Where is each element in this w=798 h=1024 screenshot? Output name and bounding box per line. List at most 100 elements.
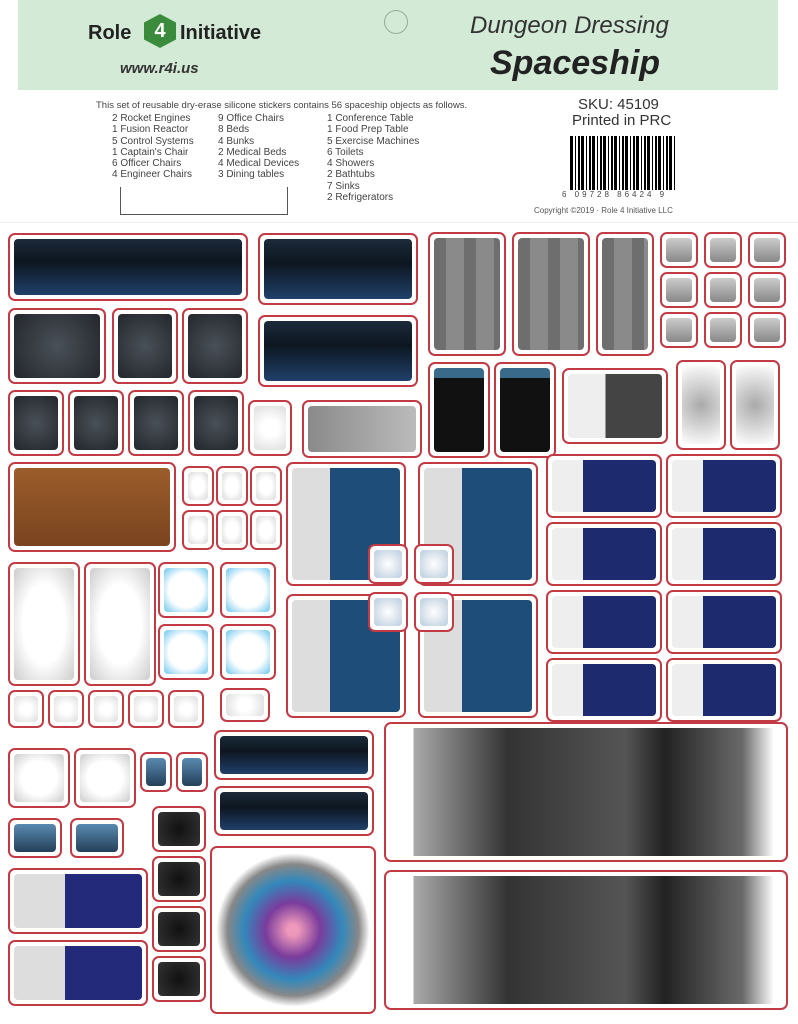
engineer-chair-sticker	[188, 390, 244, 456]
bunk-sticker	[666, 454, 782, 518]
toilet-sticker	[250, 510, 282, 550]
fusion-reactor-art	[216, 852, 370, 1008]
bunk-art	[672, 528, 776, 580]
medical-device-sticker	[368, 544, 408, 584]
refrigerator-sticker	[8, 748, 70, 808]
contents-item: 6 Toilets	[327, 146, 364, 158]
sink-art	[94, 696, 118, 722]
refrigerator-art	[14, 754, 64, 802]
office-chair-sticker	[152, 806, 206, 852]
console-art	[220, 792, 368, 830]
toilet-art	[222, 472, 242, 500]
officer-chair-sticker	[68, 390, 124, 456]
bunk-art	[552, 596, 656, 648]
officer-chair-sticker	[112, 308, 178, 384]
office-chair-sticker	[660, 312, 698, 348]
toilet-art	[188, 472, 208, 500]
brand-url[interactable]: www.r4i.us	[120, 60, 199, 77]
contents-column-1: 2 Rocket Engines 1 Fusion Reactor 5 Cont…	[112, 113, 194, 181]
contents-item: 5 Exercise Machines	[327, 135, 420, 147]
medical-device-art	[420, 550, 448, 578]
medical-device-sticker	[176, 752, 208, 792]
engineer-chair-art	[194, 396, 238, 450]
office-chair-sticker	[152, 856, 206, 902]
office-chair-art	[158, 912, 200, 946]
sheet-divider	[0, 222, 798, 223]
contents-item: 4 Engineer Chairs	[112, 169, 193, 181]
office-chair-art	[158, 962, 200, 996]
monitor-art	[76, 824, 118, 852]
contents-item: 1 Conference Table	[327, 113, 414, 124]
shower-art	[164, 568, 208, 612]
conference-table-sticker	[8, 462, 176, 552]
sink-art	[54, 696, 78, 722]
toilet-art	[188, 516, 208, 544]
engineer-chair-sticker	[128, 390, 184, 456]
office-chair-sticker	[660, 272, 698, 308]
medical-device-art	[374, 598, 402, 626]
console-art	[220, 736, 368, 774]
shower-sticker	[158, 562, 214, 618]
office-chair-sticker	[748, 272, 786, 308]
barcode-number: 6 09728 86424 9	[562, 190, 668, 199]
bunk-sticker	[546, 590, 662, 654]
conference-table-art	[14, 468, 170, 546]
sink-sticker	[168, 690, 204, 728]
contents-item: 2 Rocket Engines	[112, 113, 191, 124]
elliptical-sticker	[730, 360, 780, 450]
medical-device-sticker	[414, 544, 454, 584]
contents-item: 2 Medical Beds	[218, 146, 287, 158]
office-chair-art	[666, 238, 692, 262]
office-chair-sticker	[660, 232, 698, 268]
sink-art	[174, 696, 198, 722]
refrigerator-sticker	[74, 748, 136, 808]
sink-art	[134, 696, 158, 722]
toilet-sticker	[250, 466, 282, 506]
console-art	[264, 321, 412, 381]
console-sticker	[214, 730, 374, 780]
product-title: Spaceship	[490, 44, 661, 82]
rocket-engine-sticker	[384, 722, 788, 862]
office-chair-art	[754, 278, 780, 302]
brand-right: Initiative	[180, 22, 262, 44]
medical-device-art	[420, 598, 448, 626]
intro-text: This set of reusable dry-erase silicone …	[96, 100, 468, 111]
refrigerator-art	[80, 754, 130, 802]
bunk-sticker	[666, 522, 782, 586]
sink-sticker	[48, 690, 84, 728]
bathtub-art	[14, 568, 74, 680]
medical-device-art	[146, 758, 166, 786]
shower-sticker	[158, 624, 214, 680]
product-series: Dungeon Dressing	[470, 12, 669, 39]
elliptical-art	[736, 366, 774, 444]
contents-item: 4 Showers	[327, 158, 375, 170]
sink-sticker	[220, 688, 270, 722]
officer-chair-art	[118, 314, 172, 378]
contents-item: 4 Bunks	[218, 135, 255, 147]
dining-table-sticker	[596, 232, 654, 356]
toilet-art	[256, 516, 276, 544]
contents-item: 1 Fusion Reactor	[112, 124, 189, 136]
notice-box	[120, 187, 288, 215]
contents-item: 3 Dining tables	[218, 169, 285, 181]
console-sticker	[8, 233, 248, 301]
medical-bed-sticker	[8, 940, 148, 1006]
fusion-reactor-sticker	[210, 846, 376, 1014]
brand-left: Role	[88, 22, 132, 44]
copyright: Copyright ©2019 · Role 4 Initiative LLC	[534, 206, 673, 215]
sku: SKU: 45109	[578, 96, 659, 113]
toilet-art	[256, 472, 276, 500]
shower-sticker	[220, 562, 276, 618]
bunk-sticker	[666, 590, 782, 654]
contents-item: 1 Food Prep Table	[327, 124, 409, 136]
office-chair-art	[754, 238, 780, 262]
sink-sticker	[248, 400, 292, 456]
shower-art	[226, 630, 270, 674]
sink-art	[254, 406, 286, 450]
bed-sticker	[286, 594, 406, 718]
food-prep-table-sticker	[302, 400, 422, 458]
office-chair-sticker	[704, 312, 742, 348]
bunk-sticker	[546, 454, 662, 518]
printed-in: Printed in PRC	[572, 112, 672, 129]
medical-device-art	[182, 758, 202, 786]
